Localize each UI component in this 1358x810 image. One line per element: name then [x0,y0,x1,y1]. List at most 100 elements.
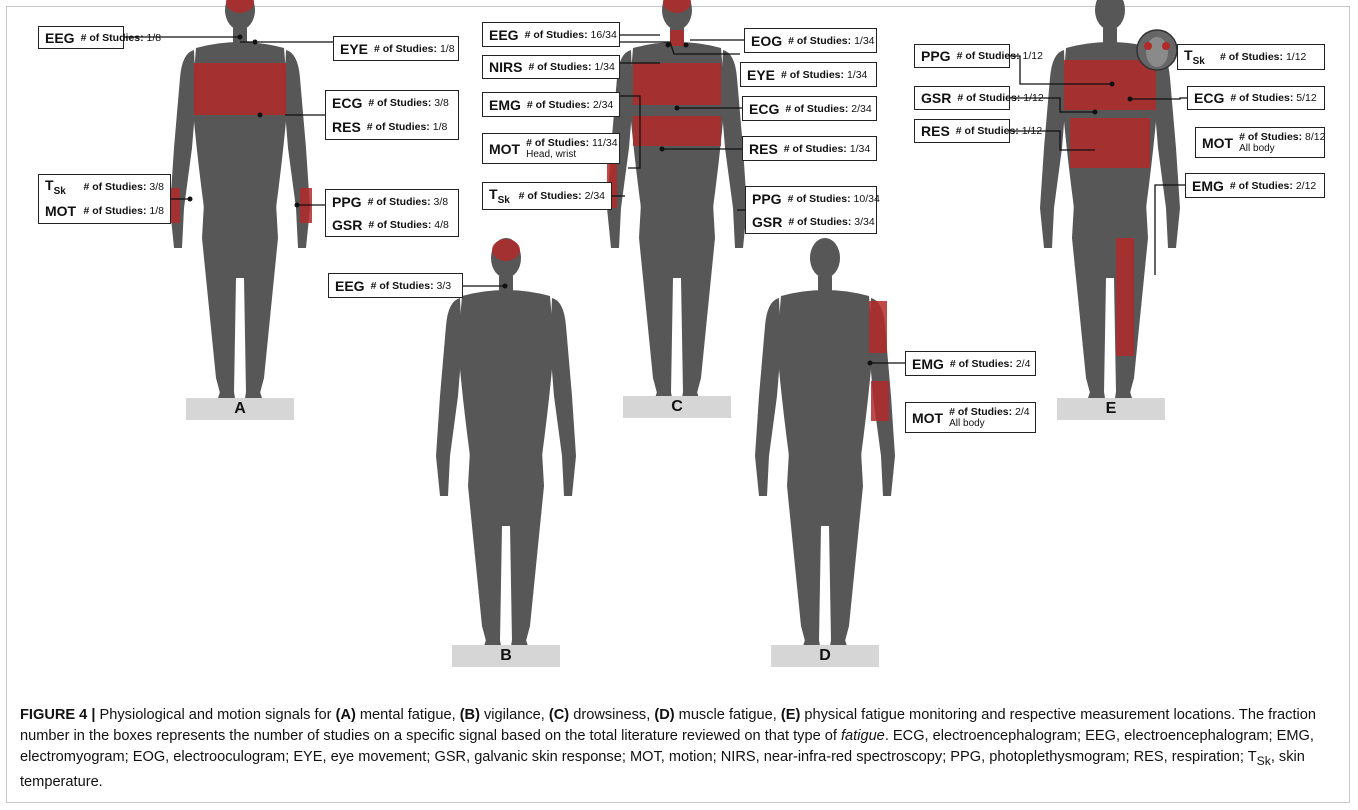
signal-name: ECG [749,101,779,117]
box-c-nirs: NIRS# of Studies: 1/34 [482,55,620,79]
count-label: # of Studies: [1220,51,1283,63]
count-label: # of Studies: [374,43,437,55]
count-value: 5/12 [1296,92,1316,104]
count-label: # of Studies: [526,137,589,149]
signal-name: EEG [45,30,75,46]
count-value: 2/34 [585,190,605,202]
box-c-ppg: PPG# of Studies: 10/34 [745,186,877,210]
signal-name: EOG [751,33,782,49]
box-a-res: RES# of Studies: 1/8 [325,115,459,140]
signal-name: PPG [332,194,362,210]
count-label: # of Studies: [788,216,851,228]
box-d-emg: EMG# of Studies: 2/4 [905,351,1036,376]
panel-label-a: A [186,398,294,420]
count-label: # of Studies: [949,406,1012,418]
box-e-res: RES# of Studies: 1/12 [914,119,1010,143]
signal-name: GSR [332,217,362,233]
count-value: 1/8 [440,43,455,55]
box-c-emg: EMG# of Studies: 2/34 [482,92,620,117]
count-label: # of Studies: [81,32,144,44]
signal-name: EEG [489,27,519,43]
signal-name: PPG [921,48,951,64]
location-note: All body [1239,143,1325,154]
box-a-mot: MOT # of Studies: 1/8 [38,199,171,224]
location-note: All body [949,418,1030,429]
count-value: 3/3 [437,280,452,292]
count-value: 1/34 [850,143,870,155]
count-value: 2/4 [1015,406,1030,418]
count-value: 2/12 [1296,180,1316,192]
count-label: # of Studies: [781,69,844,81]
box-a-ecg: ECG# of Studies: 3/8 [325,90,459,115]
count-value: 1/34 [594,61,614,73]
box-b-eeg: EEG# of Studies: 3/3 [328,273,463,298]
count-label: # of Studies: [83,205,146,217]
figure-caption: FIGURE 4 | Physiological and motion sign… [20,705,1340,793]
signal-name: TSk [1184,47,1214,67]
count-value: 1/8 [147,32,162,44]
box-a-gsr: GSR# of Studies: 4/8 [325,213,459,237]
box-e-ecg: ECG # of Studies: 5/12 [1187,86,1325,110]
box-e-mot: MOT# of Studies: 8/12All body [1195,127,1325,158]
count-value: 1/12 [1023,92,1043,104]
count-value: 8/12 [1305,131,1325,143]
signal-name: MOT [1202,135,1233,151]
count-value: 1/34 [854,35,874,47]
signal-name: EMG [489,97,521,113]
signal-name: EYE [340,41,368,57]
count-label: # of Studies: [950,358,1013,370]
box-c-gsr: GSR # of Studies: 3/34 [745,210,877,234]
box-c-ecg: ECG # of Studies: 2/34 [742,96,877,121]
count-label: # of Studies: [368,219,431,231]
signal-name: PPG [752,191,782,207]
count-label: # of Studies: [368,97,431,109]
count-value: 3/34 [854,216,874,228]
panel-label-c: C [623,396,731,418]
box-c-eog: EOG # of Studies: 1/34 [744,28,877,53]
box-c-eeg: EEG # of Studies: 16/34 [482,22,620,47]
box-e-gsr: GSR# of Studies: 1/12 [914,86,1010,110]
box-c-res: RES # of Studies: 1/34 [742,136,877,161]
count-value: 1/8 [149,205,164,217]
count-value: 1/12 [1023,50,1043,62]
panel-label-e: E [1057,398,1165,420]
signal-name: EMG [912,356,944,372]
figure-d [755,238,895,652]
signal-name: ECG [1194,90,1224,106]
box-c-eye: EYE# of Studies: 1/34 [740,62,877,87]
signal-name: EEG [335,278,365,294]
signal-name: MOT [489,141,520,157]
signal-name: GSR [752,214,782,230]
signal-name: MOT [45,203,77,219]
box-a-tsk: TSk# of Studies: 3/8 [38,174,171,199]
count-label: # of Studies: [525,29,588,41]
count-label: # of Studies: [1230,92,1293,104]
count-label: # of Studies: [957,92,1020,104]
count-value: 2/34 [593,99,613,111]
box-c-tsk: TSk# of Studies: 2/34 [482,182,612,210]
count-label: # of Studies: [785,103,848,115]
count-label: # of Studies: [1230,180,1293,192]
signal-name: NIRS [489,59,522,75]
count-value: 16/34 [591,29,617,41]
count-label: # of Studies: [784,143,847,155]
count-label: # of Studies: [788,193,851,205]
signal-name: GSR [921,90,951,106]
count-label: # of Studies: [83,181,146,193]
count-label: # of Studies: [957,50,1020,62]
count-value: 2/34 [851,103,871,115]
count-label: # of Studies: [367,121,430,133]
count-value: 3/8 [434,97,449,109]
count-label: # of Studies: [788,35,851,47]
signal-name: RES [921,123,950,139]
box-d-mot: MOT# of Studies: 2/4All body [905,402,1036,433]
box-a-eeg: EEG# of Studies: 1/8 [38,26,124,49]
location-note: Head, wrist [526,149,617,160]
signal-name: RES [332,119,361,135]
signal-name: RES [749,141,778,157]
box-e-ppg: PPG# of Studies: 1/12 [914,44,1010,68]
box-e-tsk: TSk# of Studies: 1/12 [1177,44,1325,70]
box-a-eye: EYE # of Studies: 1/8 [333,36,459,61]
signal-name: EYE [747,67,775,83]
count-value: 3/8 [149,181,164,193]
